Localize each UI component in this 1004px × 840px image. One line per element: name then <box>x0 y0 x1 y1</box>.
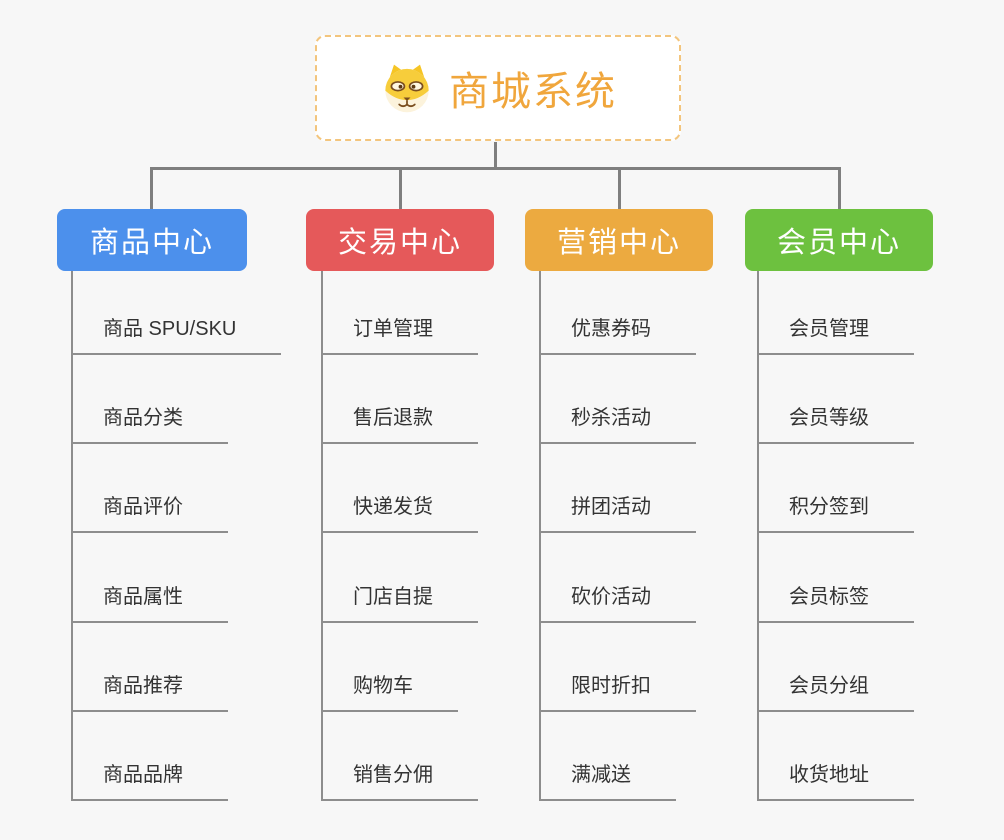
topic-node[interactable]: 商品属性 <box>71 582 228 623</box>
topic-node[interactable]: 积分签到 <box>757 492 914 533</box>
topic-node[interactable]: 商品推荐 <box>71 671 228 712</box>
connector-trunk <box>71 271 73 801</box>
topic-node[interactable]: 订单管理 <box>321 314 478 355</box>
topic-node[interactable]: 会员标签 <box>757 582 914 623</box>
branch-node-marketing[interactable]: 营销中心 <box>525 209 713 271</box>
topic-node[interactable]: 满减送 <box>539 760 676 801</box>
branch-node-trade[interactable]: 交易中心 <box>306 209 494 271</box>
branch-label: 交易中心 <box>337 227 462 259</box>
root-title: 商城系统 <box>449 70 617 114</box>
topic-node[interactable]: 会员等级 <box>757 403 914 444</box>
topic-node[interactable]: 售后退款 <box>321 403 478 444</box>
topic-node[interactable]: 会员分组 <box>757 671 914 712</box>
topic-node[interactable]: 秒杀活动 <box>539 403 696 444</box>
connector-drop <box>618 169 621 210</box>
topic-node[interactable]: 商品 SPU/SKU <box>71 314 282 355</box>
doge-icon <box>379 62 435 114</box>
connector-root-stem <box>494 142 497 169</box>
topic-node[interactable]: 快递发货 <box>321 492 478 533</box>
connector-drop <box>399 169 402 210</box>
topic-node[interactable]: 优惠券码 <box>539 314 696 355</box>
connector-trunk <box>539 271 541 801</box>
connector-rail <box>150 167 841 170</box>
topic-node[interactable]: 门店自提 <box>321 582 478 623</box>
branch-label: 商品中心 <box>89 227 214 259</box>
connector-drop <box>150 169 153 210</box>
branch-label: 营销中心 <box>556 227 681 259</box>
topic-node[interactable]: 收货地址 <box>757 760 914 801</box>
topic-node[interactable]: 购物车 <box>321 671 458 712</box>
topic-node[interactable]: 商品品牌 <box>71 760 228 801</box>
branch-node-member[interactable]: 会员中心 <box>745 209 933 271</box>
topic-node[interactable]: 会员管理 <box>757 314 914 355</box>
topic-node[interactable]: 销售分佣 <box>321 760 478 801</box>
topic-node[interactable]: 砍价活动 <box>539 582 696 623</box>
topic-node[interactable]: 限时折扣 <box>539 671 696 712</box>
connector-trunk <box>757 271 759 801</box>
topic-node[interactable]: 商品评价 <box>71 492 228 533</box>
topic-node[interactable]: 拼团活动 <box>539 492 696 533</box>
root-node[interactable]: 商城系统 <box>315 35 681 141</box>
topic-node[interactable]: 商品分类 <box>71 403 228 444</box>
connector-drop <box>838 169 841 210</box>
connector-trunk <box>321 271 323 801</box>
branch-label: 会员中心 <box>776 227 901 259</box>
branch-node-product[interactable]: 商品中心 <box>57 209 247 271</box>
